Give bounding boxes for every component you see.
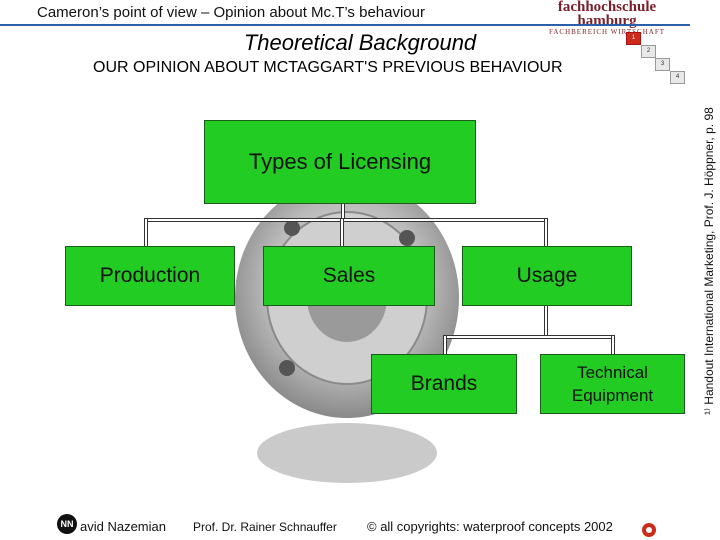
nav-item-4[interactable]: 4 — [670, 71, 685, 84]
node-sales: Sales — [263, 246, 435, 306]
node-label: Sales — [322, 264, 376, 287]
node-label: Technical Equipment — [571, 363, 654, 405]
connector-level1-bar — [144, 218, 547, 222]
node-label: Usage — [516, 264, 578, 287]
gear-image — [235, 178, 459, 483]
footer-copyright: © all copyrights: waterproof concepts 20… — [367, 519, 613, 534]
connector-level2-bar — [443, 335, 615, 339]
author-logo: NN — [57, 514, 77, 534]
nav-item-3[interactable]: 3 — [655, 58, 670, 71]
node-usage: Usage — [462, 246, 632, 306]
source-note: ¹⁾ Handout International Marketing, Prof… — [702, 107, 716, 415]
node-label: Production — [99, 264, 201, 287]
gear-icon — [642, 523, 656, 537]
nav-item-1[interactable]: 1 — [626, 32, 641, 45]
connector-production — [144, 218, 148, 248]
node-label: Types of Licensing — [248, 149, 432, 174]
slide-title: Theoretical Background — [243, 30, 477, 55]
nav-item-2[interactable]: 2 — [641, 45, 656, 58]
node-production: Production — [65, 246, 235, 306]
header-text: Cameron’s point of view – Opinion about … — [37, 4, 425, 21]
footer-author: avid Nazemian — [80, 519, 166, 534]
university-logo: fachhochschule hamburg FACHBEREICH WIRTS… — [528, 0, 686, 36]
header-divider — [0, 24, 690, 26]
connector-technical — [611, 335, 615, 356]
node-technical-equipment: Technical Equipment — [540, 354, 685, 414]
slide-subtitle: OUR OPINION ABOUT MCTAGGART'S PREVIOUS B… — [93, 59, 563, 76]
connector-usage-down — [544, 305, 548, 339]
node-types-of-licensing: Types of Licensing — [204, 120, 476, 204]
connector-brands — [443, 335, 447, 356]
logo-sub-text: FACHBEREICH WIRTSCHAFT — [548, 28, 666, 36]
node-label: Brands — [410, 372, 478, 395]
connector-usage — [544, 218, 548, 248]
connector-sales — [340, 218, 344, 248]
node-brands: Brands — [371, 354, 517, 414]
footer-professor: Prof. Dr. Rainer Schnauffer — [193, 520, 337, 534]
